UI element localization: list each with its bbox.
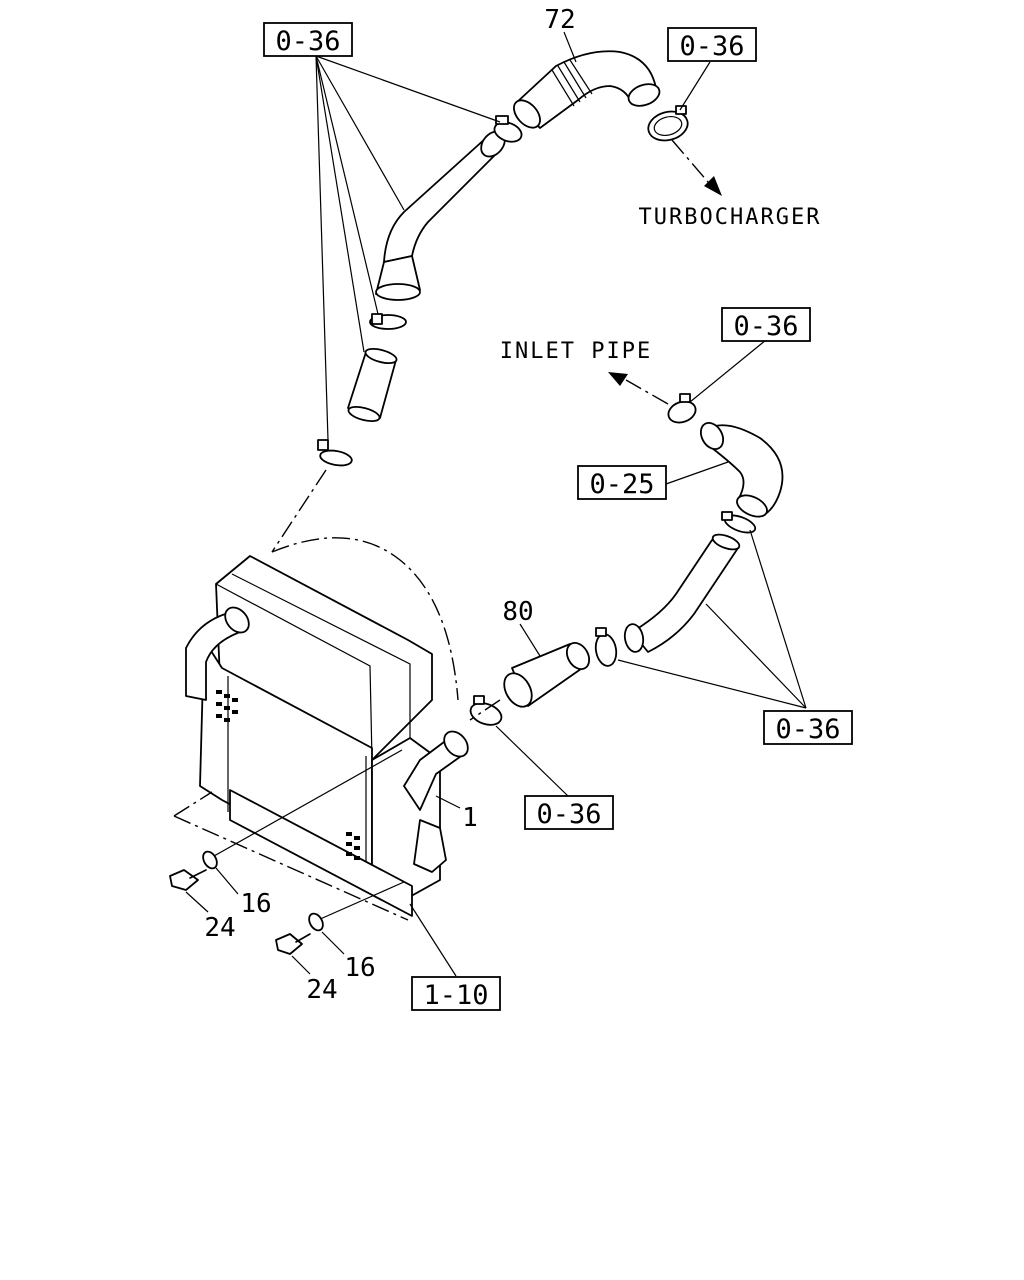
- hose-small-left: [347, 347, 398, 423]
- leaders-right: [617, 529, 807, 709]
- leader-16a: [215, 867, 239, 895]
- callout-text: 0-36: [775, 714, 840, 745]
- leader-washer-lower: [317, 881, 405, 921]
- callout-0-25: 0-25: [577, 465, 667, 500]
- clamp-center: [469, 695, 503, 726]
- pipe-upper-left: [375, 130, 506, 301]
- intercooler-1: [185, 537, 469, 917]
- dashline-mount-1: [173, 815, 409, 921]
- dashline-center: [469, 699, 501, 721]
- callout-text: 0-36: [275, 26, 340, 57]
- leaders-top-left: [315, 55, 501, 441]
- leader-16b: [321, 931, 345, 955]
- leader-80: [519, 623, 541, 657]
- hose-bend-right: [699, 421, 784, 518]
- callout-0-36-right: 0-36: [763, 710, 853, 745]
- part-number-16-lower: 16: [344, 953, 375, 983]
- callout-0-36-top-left: 0-36: [263, 22, 353, 57]
- hose-80: [503, 641, 591, 708]
- leader-72: [563, 31, 577, 63]
- leader-center-clamp: [495, 725, 569, 797]
- note-turbocharger: TURBOCHARGER: [639, 205, 822, 230]
- leader-part-1: [435, 795, 461, 809]
- leader-24b: [291, 955, 311, 975]
- dashline-left: [271, 469, 327, 553]
- clamp-right-1: [721, 511, 757, 534]
- washer-16-upper: [202, 850, 218, 870]
- callout-1-10: 1-10: [411, 976, 501, 1011]
- part-number-16-upper: 16: [240, 889, 271, 919]
- callout-text: 0-25: [589, 469, 654, 500]
- clamp-upper-2: [369, 313, 407, 330]
- note-inlet-pipe: INLET PIPE: [500, 339, 652, 364]
- part-number-24-lower: 24: [306, 975, 337, 1005]
- hose-72: [513, 50, 661, 129]
- clamp-right-2: [594, 627, 618, 667]
- callout-0-36-inlet: 0-36: [721, 307, 811, 342]
- intercooler-vent-grid: [346, 832, 360, 860]
- leader-top-right: [679, 61, 711, 111]
- part-number-80: 80: [502, 597, 533, 627]
- leader-24a: [185, 891, 209, 913]
- callout-text: 0-36: [679, 31, 744, 62]
- callout-text: 0-36: [733, 311, 798, 342]
- leader-washer-upper: [213, 749, 403, 857]
- washer-16-lower: [308, 912, 324, 932]
- callout-text: 0-36: [536, 799, 601, 830]
- callout-0-36-center: 0-36: [524, 795, 614, 830]
- leader-inlet-clamp: [689, 339, 767, 403]
- bolt-24-lower: [275, 933, 311, 955]
- pipe-right-lower: [623, 533, 741, 653]
- leader-1-10: [409, 903, 457, 977]
- intercooler-label-plate: [216, 690, 238, 722]
- clamp-inlet: [667, 393, 697, 424]
- dashline-mount-2: [173, 791, 213, 817]
- callout-0-36-top-right: 0-36: [667, 27, 757, 62]
- clamp-top-right: [647, 105, 689, 142]
- part-number-1: 1: [462, 803, 478, 833]
- clamp-upper-1: [493, 115, 523, 143]
- part-number-72: 72: [544, 5, 575, 35]
- clamp-upper-3: [317, 439, 353, 467]
- turbocharger-arrow: [671, 139, 722, 196]
- part-number-24-upper: 24: [204, 913, 235, 943]
- inlet-pipe-arrow: [608, 372, 669, 405]
- callout-text: 1-10: [423, 980, 488, 1011]
- bolt-24-upper: [169, 869, 207, 891]
- leader-0-25: [665, 461, 729, 485]
